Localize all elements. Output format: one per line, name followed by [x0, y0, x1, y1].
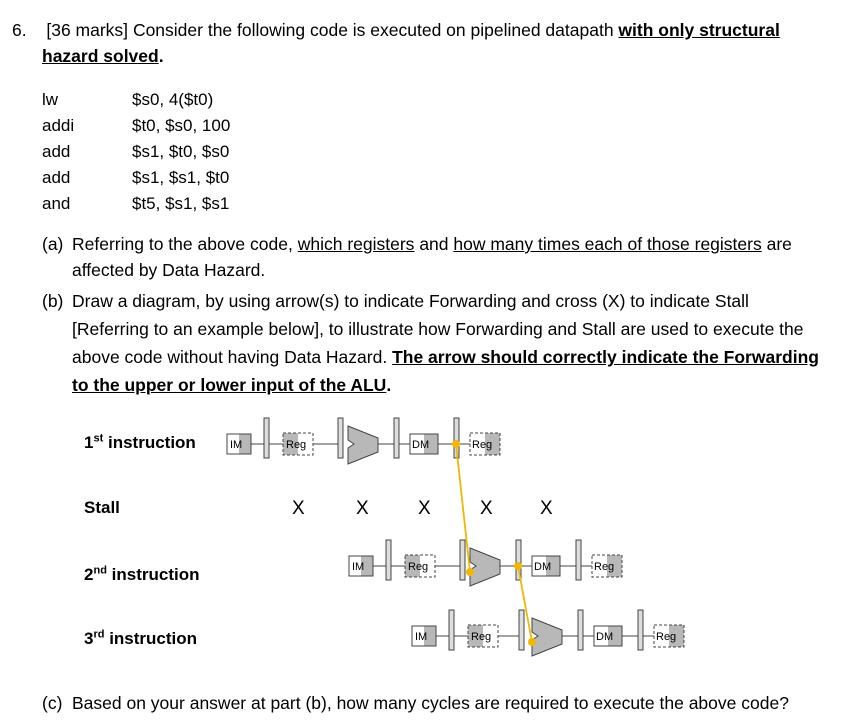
question-emphasis-line: hazard solved. — [42, 46, 164, 66]
part-b-label: (b) — [42, 291, 64, 311]
part-a-label: (a) — [42, 234, 64, 254]
im-stage-label: IM — [230, 439, 242, 451]
code-op: add — [42, 168, 71, 187]
pipeline-diagram: IM Reg DM Reg X X X X X IM Reg — [226, 417, 685, 657]
stall-x: X — [480, 498, 493, 519]
reg-writeback-box — [653, 624, 685, 648]
question-marks: [36 marks] — [46, 20, 129, 40]
part-a-line2: affected by Data Hazard. — [72, 260, 266, 280]
question-number: 6. — [12, 20, 27, 40]
pipeline-register — [637, 609, 644, 651]
stall-x: X — [540, 498, 553, 519]
code-op: lw — [42, 90, 59, 109]
part-b-line4-bold: to the upper or lower input of the ALU — [72, 375, 387, 395]
pipeline-register — [459, 539, 466, 581]
row-label-3rd-instruction: 3rd instruction — [84, 628, 198, 648]
im-stage-label: IM — [415, 631, 427, 643]
im-stage-label: IM — [352, 561, 364, 573]
question-emphasis-2: hazard solved — [42, 46, 159, 66]
reg-writeback-label: Reg — [656, 631, 676, 643]
stall-x: X — [292, 498, 305, 519]
pipeline-register — [337, 417, 344, 459]
alu-shape — [469, 547, 501, 587]
part-a-post: are — [766, 234, 792, 254]
stall-x: X — [418, 498, 431, 519]
part-a-underline-1: which registers — [297, 234, 415, 254]
part-c-label: (c) — [42, 693, 63, 713]
reg-writeback-label: Reg — [594, 561, 614, 573]
forward-arrow-1 — [455, 443, 471, 573]
row-label-1st-instruction: 1st instruction — [84, 432, 196, 452]
reg-stage-label: Reg — [408, 561, 428, 573]
part-b-line3: above code without having Data Hazard. T… — [72, 346, 819, 368]
part-b-line1: Draw a diagram, by using arrow(s) to ind… — [72, 291, 749, 311]
pipeline-register — [393, 417, 400, 459]
code-args: $s1, $s1, $t0 — [132, 168, 230, 187]
pipeline-row-1: IM Reg DM Reg — [226, 417, 501, 465]
reg-writeback-box — [469, 432, 501, 456]
question-header: 6. [36 marks] Consider the following cod… — [12, 19, 780, 41]
code-args: $s0, 4($t0) — [132, 90, 214, 109]
pipeline-register — [577, 609, 584, 651]
part-a-pre: Referring to the above code, — [72, 234, 293, 254]
part-a-line1: Referring to the above code, which regis… — [72, 233, 792, 255]
pipeline-row-2: IM Reg DM Reg — [348, 539, 623, 587]
dm-stage-label: DM — [412, 439, 429, 451]
reg-writeback-box — [591, 554, 623, 578]
code-args: $t0, $s0, 100 — [132, 116, 231, 135]
reg-writeback-label: Reg — [472, 439, 492, 451]
dm-stage-label: DM — [534, 561, 551, 573]
part-a-underline-2: how many times each of those registers — [453, 234, 762, 254]
pipeline-register — [453, 417, 460, 459]
reg-stage-label: Reg — [471, 631, 491, 643]
dm-stage-label: DM — [596, 631, 613, 643]
code-args: $t5, $s1, $s1 — [132, 194, 230, 213]
alu-shape — [347, 425, 379, 465]
code-op: add — [42, 142, 71, 161]
alu-shape — [531, 617, 563, 657]
forward-target-dot — [528, 638, 536, 646]
part-b-line3-plain: above code without having Data Hazard. — [72, 347, 388, 367]
pipeline-register — [575, 539, 582, 581]
forward-target-dot — [466, 568, 474, 576]
code-op: addi — [42, 116, 75, 135]
row-label-2nd-instruction: 2nd instruction — [84, 564, 200, 584]
reg-stage-label: Reg — [286, 439, 306, 451]
pipeline-register — [263, 417, 270, 459]
part-b-line4: to the upper or lower input of the ALU. — [72, 375, 392, 395]
code-args: $s1, $t0, $s0 — [132, 142, 230, 161]
stall-marks: X X X X X — [292, 498, 553, 519]
stall-x: X — [356, 498, 369, 519]
part-b-line3-bold: The arrow should correctly indicate the … — [392, 347, 819, 367]
row-label-stall: Stall — [84, 498, 120, 517]
part-c-text: Based on your answer at part (b), how ma… — [72, 693, 789, 713]
part-b-line2: [Referring to an example below], to illu… — [72, 319, 804, 339]
pipeline-register — [515, 539, 522, 581]
question-emphasis-1: with only structural — [618, 20, 780, 40]
forwarding-arrows — [455, 443, 536, 646]
part-a-mid: and — [419, 234, 449, 254]
pipeline-register — [518, 609, 525, 651]
pipeline-register — [385, 539, 392, 581]
question-intro: Consider the following code is executed … — [132, 20, 614, 40]
pipeline-row-3: IM Reg DM Reg — [411, 609, 685, 657]
forward-arrow-2 — [517, 565, 533, 643]
pipeline-register — [448, 609, 455, 651]
code-op: and — [42, 194, 71, 213]
